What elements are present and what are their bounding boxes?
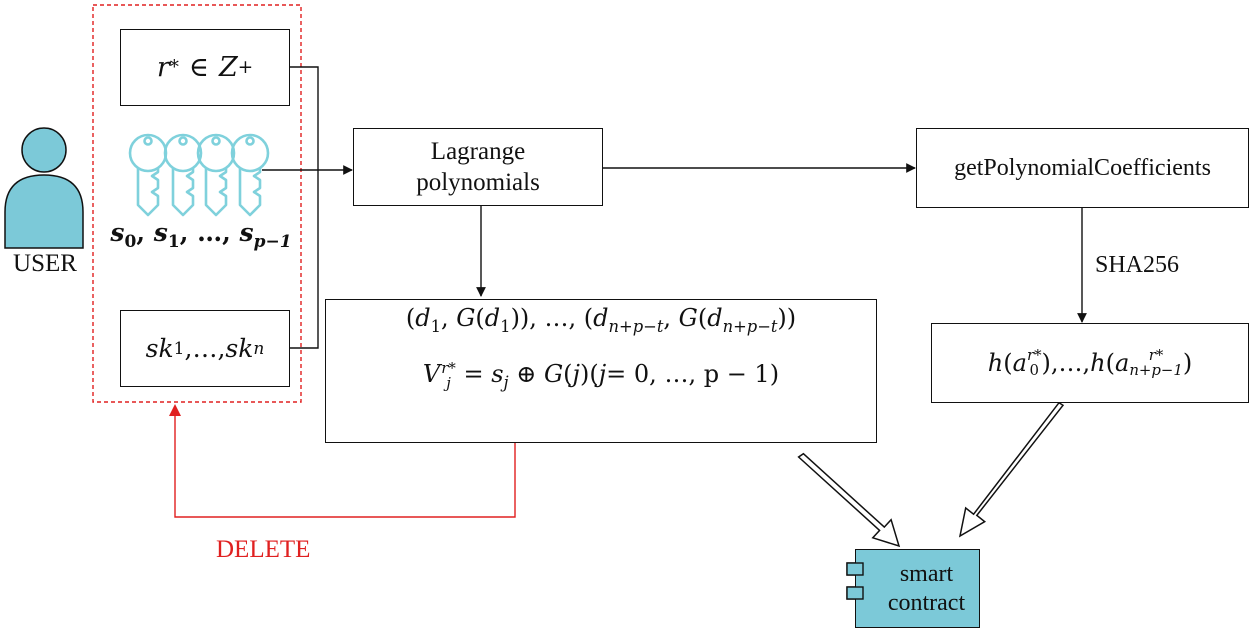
- shares-label: s0, s1, …, sp−1: [110, 218, 292, 252]
- hollow-arrow-points-to-contract: [797, 452, 901, 548]
- hollow-arrow-hashes-to-contract: [958, 401, 1065, 538]
- v-s-sub: j: [503, 372, 509, 392]
- key-icon-2: [163, 133, 203, 217]
- sk-last-var: sk: [225, 334, 254, 363]
- v-var: V: [422, 360, 441, 388]
- v-sub: j: [446, 373, 451, 392]
- delete-connector: [174, 410, 516, 518]
- hash-last-sub: n+p−1: [1129, 361, 1183, 379]
- connector-sk-to-lagrange: [290, 170, 319, 349]
- v-oplus: ⊕: [516, 360, 537, 388]
- key-icon-1: [128, 133, 168, 217]
- v-j: j: [572, 360, 580, 388]
- hash-first-a: a: [1012, 349, 1027, 377]
- share-dots: …: [197, 218, 223, 247]
- contract-line2: contract: [887, 589, 966, 616]
- sha256-label: SHA256: [1095, 252, 1180, 278]
- hash-first-sub: 0: [1029, 361, 1039, 379]
- lagrange-line2: polynomials: [416, 169, 540, 196]
- point-first-gd: d: [484, 304, 501, 332]
- lagrange-line1: Lagrange: [430, 137, 526, 165]
- point-last-d: d: [593, 304, 609, 332]
- key-icon-4: [230, 133, 270, 217]
- v-s-var: s: [491, 360, 504, 388]
- secret-value-box: r* ∈ Z+: [120, 29, 290, 106]
- key-icon-3: [196, 133, 236, 217]
- share-s1-idx: 1: [167, 232, 180, 252]
- point-first-d: d: [415, 304, 431, 332]
- user-input-frame: [92, 4, 302, 403]
- v-j2: j: [598, 360, 607, 388]
- hash-first-h: h: [987, 349, 1004, 377]
- coefficients-label: getPolynomialCoefficients: [954, 154, 1211, 181]
- secret-rel: ∈: [188, 52, 209, 83]
- point-last-gidx: n+p−t: [722, 316, 778, 336]
- share-last-var: s: [239, 218, 254, 247]
- point-last-gd: d: [707, 304, 723, 332]
- smart-contract-box: smart contract: [855, 549, 980, 628]
- v-range: = 0, …, p − 1: [606, 360, 770, 388]
- secret-set: Z: [218, 52, 238, 83]
- point-last-idx: n+p−t: [608, 316, 664, 336]
- point-first-gidx: 1: [500, 316, 511, 336]
- share-last-idx: p−1: [253, 232, 292, 252]
- point-first-idx: 1: [430, 316, 441, 336]
- secret-var: r: [156, 52, 170, 83]
- points-line: (d1, G(d1)), …, (dn+p−t, G(dn+p−t)): [405, 304, 797, 336]
- keys-icon: [128, 133, 270, 217]
- share-s1-var: s: [153, 218, 168, 247]
- user-avatar-icon: [4, 127, 84, 249]
- get-polynomial-coefficients-box: getPolynomialCoefficients: [916, 128, 1249, 208]
- delete-arrowhead: [169, 404, 181, 416]
- hash-dots: …: [1058, 349, 1083, 377]
- share-s0-var: s: [110, 218, 125, 247]
- v-sup: r*: [441, 358, 456, 377]
- contract-line1: smart: [899, 560, 954, 587]
- v-g: G: [543, 360, 564, 388]
- user-label: USER: [13, 250, 77, 277]
- points-dots: …: [544, 304, 569, 332]
- share-s0-idx: 0: [124, 232, 137, 252]
- sk-dots: …: [192, 334, 218, 363]
- connector-secret-to-lagrange: [290, 66, 319, 170]
- point-first-g: G: [456, 304, 476, 332]
- hash-last-h: h: [1090, 349, 1106, 377]
- point-last-g: G: [678, 304, 698, 332]
- hash-last-a: a: [1115, 349, 1130, 377]
- hash-last-sup: r*: [1148, 346, 1164, 365]
- lagrange-polynomials-box: Lagrange polynomials: [353, 128, 603, 206]
- sk-first-var: sk: [145, 334, 174, 363]
- hash-first-sup: r*: [1026, 346, 1042, 365]
- delete-label: DELETE: [216, 536, 311, 563]
